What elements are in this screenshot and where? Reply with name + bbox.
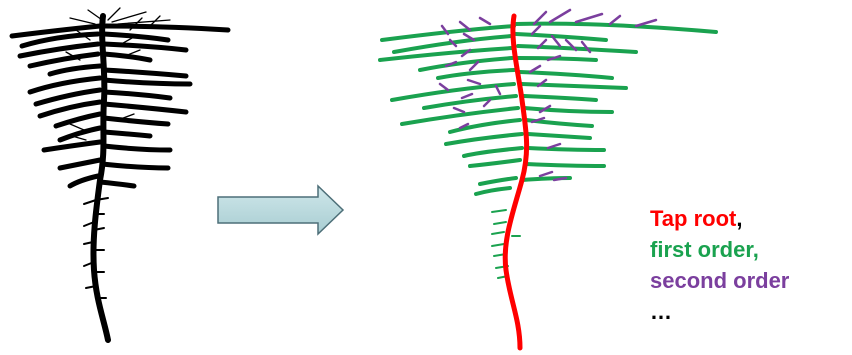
legend-first-order: first order,: [650, 234, 789, 265]
legend-tap-root-comma: ,: [736, 206, 742, 231]
raw-root-system: [12, 8, 228, 340]
legend-ellipsis: …: [650, 296, 789, 327]
tap-root: [505, 16, 526, 348]
right-arrow-icon: [218, 186, 343, 234]
first-order-roots: [380, 24, 716, 194]
legend-second-order: second order: [650, 265, 789, 296]
raw-lateral-roots: [12, 26, 228, 186]
legend-tap-root: Tap root: [650, 206, 736, 231]
legend: Tap root, first order, second order …: [650, 203, 789, 327]
legend-tap-root-line: Tap root,: [650, 203, 789, 234]
